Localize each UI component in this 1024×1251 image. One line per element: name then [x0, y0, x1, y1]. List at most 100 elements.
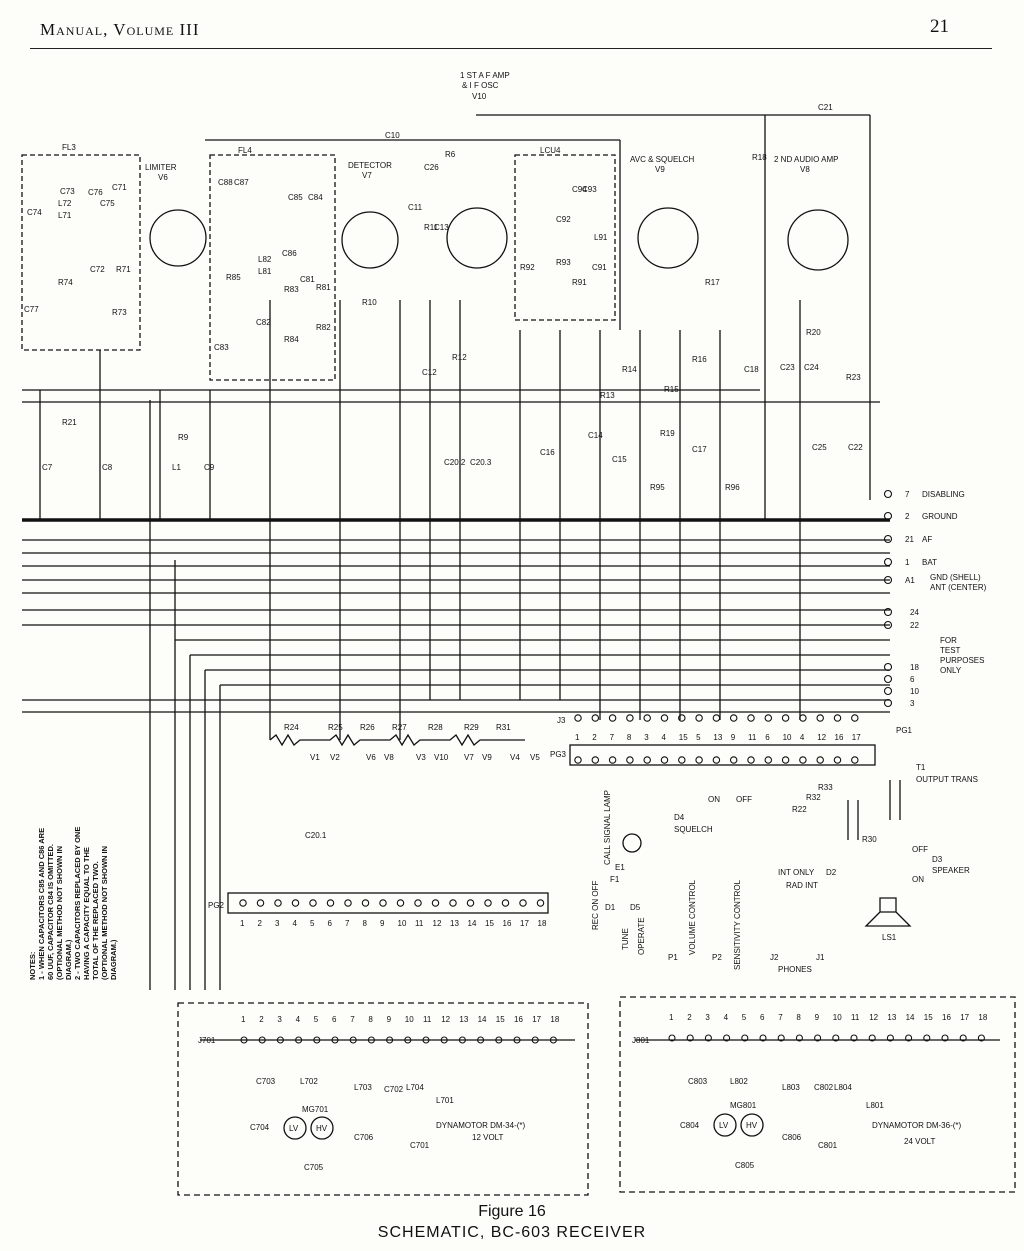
- dyn-pin-number: 9: [387, 1015, 392, 1024]
- test-note-1: FOR: [940, 636, 957, 645]
- j3-pin-number: 3: [644, 733, 649, 742]
- j3-pin: [833, 714, 842, 722]
- lv701-label: LV: [289, 1124, 299, 1133]
- pg2-pin: [414, 899, 422, 907]
- term-3-num: 3: [910, 699, 915, 708]
- dyn-pin: [313, 1036, 321, 1044]
- dyn-pin: [331, 1036, 339, 1044]
- pg3-pin: [695, 756, 703, 764]
- ls1-label: LS1: [882, 933, 897, 942]
- dyn-pin-number: 9: [815, 1013, 820, 1022]
- v9-name: AVC & SQUELCH: [630, 155, 695, 164]
- dyn-pin: [240, 1036, 248, 1044]
- dyn-pin: [723, 1034, 731, 1042]
- dyn-pin: [923, 1034, 931, 1042]
- squelch-on: ON: [708, 795, 720, 804]
- r11-label: R11: [424, 223, 439, 232]
- r14-label: R14: [622, 365, 637, 374]
- dyn-pin: [367, 1036, 375, 1044]
- wiring: [21, 114, 1016, 1196]
- tube-v8: [787, 209, 849, 271]
- dyn-pin-number: 16: [942, 1013, 951, 1022]
- r83-label: R83: [284, 285, 299, 294]
- dyn-pin: [977, 1034, 985, 1042]
- lcu4-label: LCU4: [540, 146, 561, 155]
- c7-label: C7: [42, 463, 53, 472]
- dyn12-volt: 12 VOLT: [472, 1133, 504, 1142]
- dyn-pin-number: 10: [833, 1013, 842, 1022]
- c86-label: C86: [282, 249, 297, 258]
- term-ant-label: ANT (CENTER): [930, 583, 987, 592]
- dyn-pin: [531, 1036, 539, 1044]
- r20-label: R20: [806, 328, 821, 337]
- pg2-pin-number: 15: [485, 919, 494, 928]
- dyn-pin-number: 13: [459, 1015, 468, 1024]
- heater-v2: V2: [330, 753, 340, 762]
- dyn-pin-number: 5: [314, 1015, 319, 1024]
- squelch-off: OFF: [736, 795, 752, 804]
- resistor-chain-labels: R24 R25 R26 R27 R28 R29 R31: [284, 723, 511, 732]
- note-line-4: DIAGRAM.): [64, 939, 73, 980]
- j3-pin-number: 1: [575, 733, 580, 742]
- pg2-pin-number: 5: [310, 919, 315, 928]
- j3-pin-number: 12: [817, 733, 826, 742]
- pg2-pin: [519, 899, 527, 907]
- notes-block: NOTES: 1 - WHEN CAPACITORS C85 AND C86 A…: [28, 790, 118, 980]
- dyn-pin: [295, 1036, 303, 1044]
- c81-label: C81: [300, 275, 315, 284]
- j3-pin: [626, 714, 634, 722]
- v6-name: LIMITER: [145, 163, 177, 172]
- j1-label: J1: [816, 953, 825, 962]
- terminal-circle: [883, 662, 893, 672]
- hv801-label: HV: [746, 1121, 758, 1130]
- pg2-pin: [484, 899, 492, 907]
- pg3-strip: [569, 744, 876, 766]
- j3-label: J3: [557, 716, 566, 725]
- dyn-pin-number: 17: [960, 1013, 969, 1022]
- c24-label: C24: [804, 363, 819, 372]
- dyn-pin: [276, 1036, 284, 1044]
- pg2-pin-number: 9: [380, 919, 385, 928]
- j3-pin: [816, 714, 824, 722]
- output-trans-label: OUTPUT TRANS: [916, 775, 978, 784]
- term-21-label: AF: [922, 535, 932, 544]
- c10-label: C10: [385, 131, 400, 140]
- sensitivity-control-label: SENSITIVITY CONTROL: [733, 879, 742, 970]
- note-line-0: NOTES:: [28, 951, 37, 980]
- pg1-label: PG1: [896, 726, 913, 735]
- note-line-6: HAVING A CAPACITY EQUAL TO THE: [82, 847, 91, 980]
- pg3-pin: [712, 756, 721, 764]
- l803-label: L803: [782, 1083, 800, 1092]
- r85-label: R85: [226, 273, 241, 282]
- j3-pin-number: 7: [610, 733, 615, 742]
- call-lamp-label: CALL SIGNAL LAMP: [603, 790, 612, 865]
- dyn-pin-number: 18: [978, 1013, 987, 1022]
- pg2-pin: [466, 899, 475, 907]
- dyn-pin: [704, 1034, 712, 1042]
- pg2-pin-number: 7: [345, 919, 350, 928]
- pg2-label: PG2: [208, 901, 225, 910]
- lcu4-box: [514, 154, 616, 321]
- fl3-label: FL3: [62, 143, 76, 152]
- note-line-7: TOTAL OF THE REPLACED TWO.: [91, 861, 100, 980]
- dyn-pin-number: 12: [441, 1015, 450, 1024]
- d3-off: OFF: [912, 845, 928, 854]
- hv701-label: HV: [316, 1124, 328, 1133]
- component-labels: C73 L72 L71 C76 C74 C75 C71 R74 C72 R71 …: [24, 103, 863, 492]
- c71-label: C71: [112, 183, 127, 192]
- heater-v8: V8: [384, 753, 394, 762]
- pg2-pin-number: 13: [450, 919, 459, 928]
- c77-label: C77: [24, 305, 39, 314]
- pg2-pin-number: 11: [415, 919, 424, 928]
- l701-label: L701: [436, 1096, 454, 1105]
- figure-number: Figure 16: [478, 1203, 546, 1220]
- dyn24-title: DYNAMOTOR DM-36-(*): [872, 1121, 962, 1130]
- l72-label: L72: [58, 199, 72, 208]
- c702-label: C702: [384, 1085, 404, 1094]
- operate-label: OPERATE: [637, 917, 646, 955]
- e1-label: E1: [615, 863, 625, 872]
- r12-label: R12: [452, 353, 467, 362]
- pg2-pin: [449, 899, 457, 907]
- j701-label: J701: [198, 1036, 216, 1045]
